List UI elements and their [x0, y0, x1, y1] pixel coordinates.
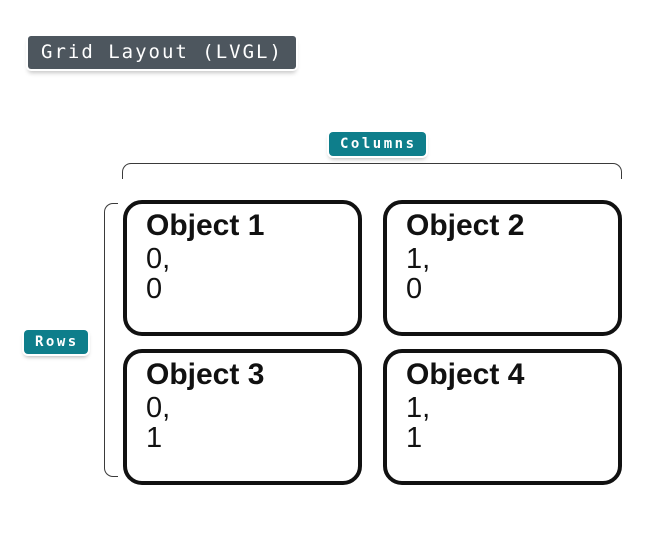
cell-coordinate-row: 1 — [146, 422, 163, 455]
cell-title: Object 2 — [406, 209, 525, 242]
cell-coordinate-col: 0, — [146, 391, 171, 424]
cell-coordinate-row: 0 — [406, 273, 423, 306]
cell-coordinate-row: 0 — [146, 273, 163, 306]
grid-cell-object-3: Object 3 0, 1 — [123, 349, 362, 485]
grid-cell-object-1: Object 1 0, 0 — [123, 200, 362, 336]
columns-bracket — [122, 163, 622, 179]
grid-cell-object-2: Object 2 1, 0 — [383, 200, 622, 336]
rows-bracket — [104, 203, 118, 477]
cell-coordinate-col: 1, — [406, 391, 431, 424]
grid-cell-object-4: Object 4 1, 1 — [383, 349, 622, 485]
cell-title: Object 3 — [146, 358, 265, 391]
grid-container: Object 1 0, 0 Object 2 1, 0 Object 3 0, … — [123, 200, 622, 485]
columns-label-badge: Columns — [329, 132, 426, 156]
cell-title: Object 1 — [146, 209, 265, 242]
rows-label-badge: Rows — [24, 330, 88, 354]
cell-coordinate-col: 0, — [146, 242, 171, 275]
cell-title: Object 4 — [406, 358, 525, 391]
cell-coordinate-col: 1, — [406, 242, 431, 275]
title-badge: Grid Layout (LVGL) — [28, 36, 296, 69]
cell-coordinate-row: 1 — [406, 422, 423, 455]
